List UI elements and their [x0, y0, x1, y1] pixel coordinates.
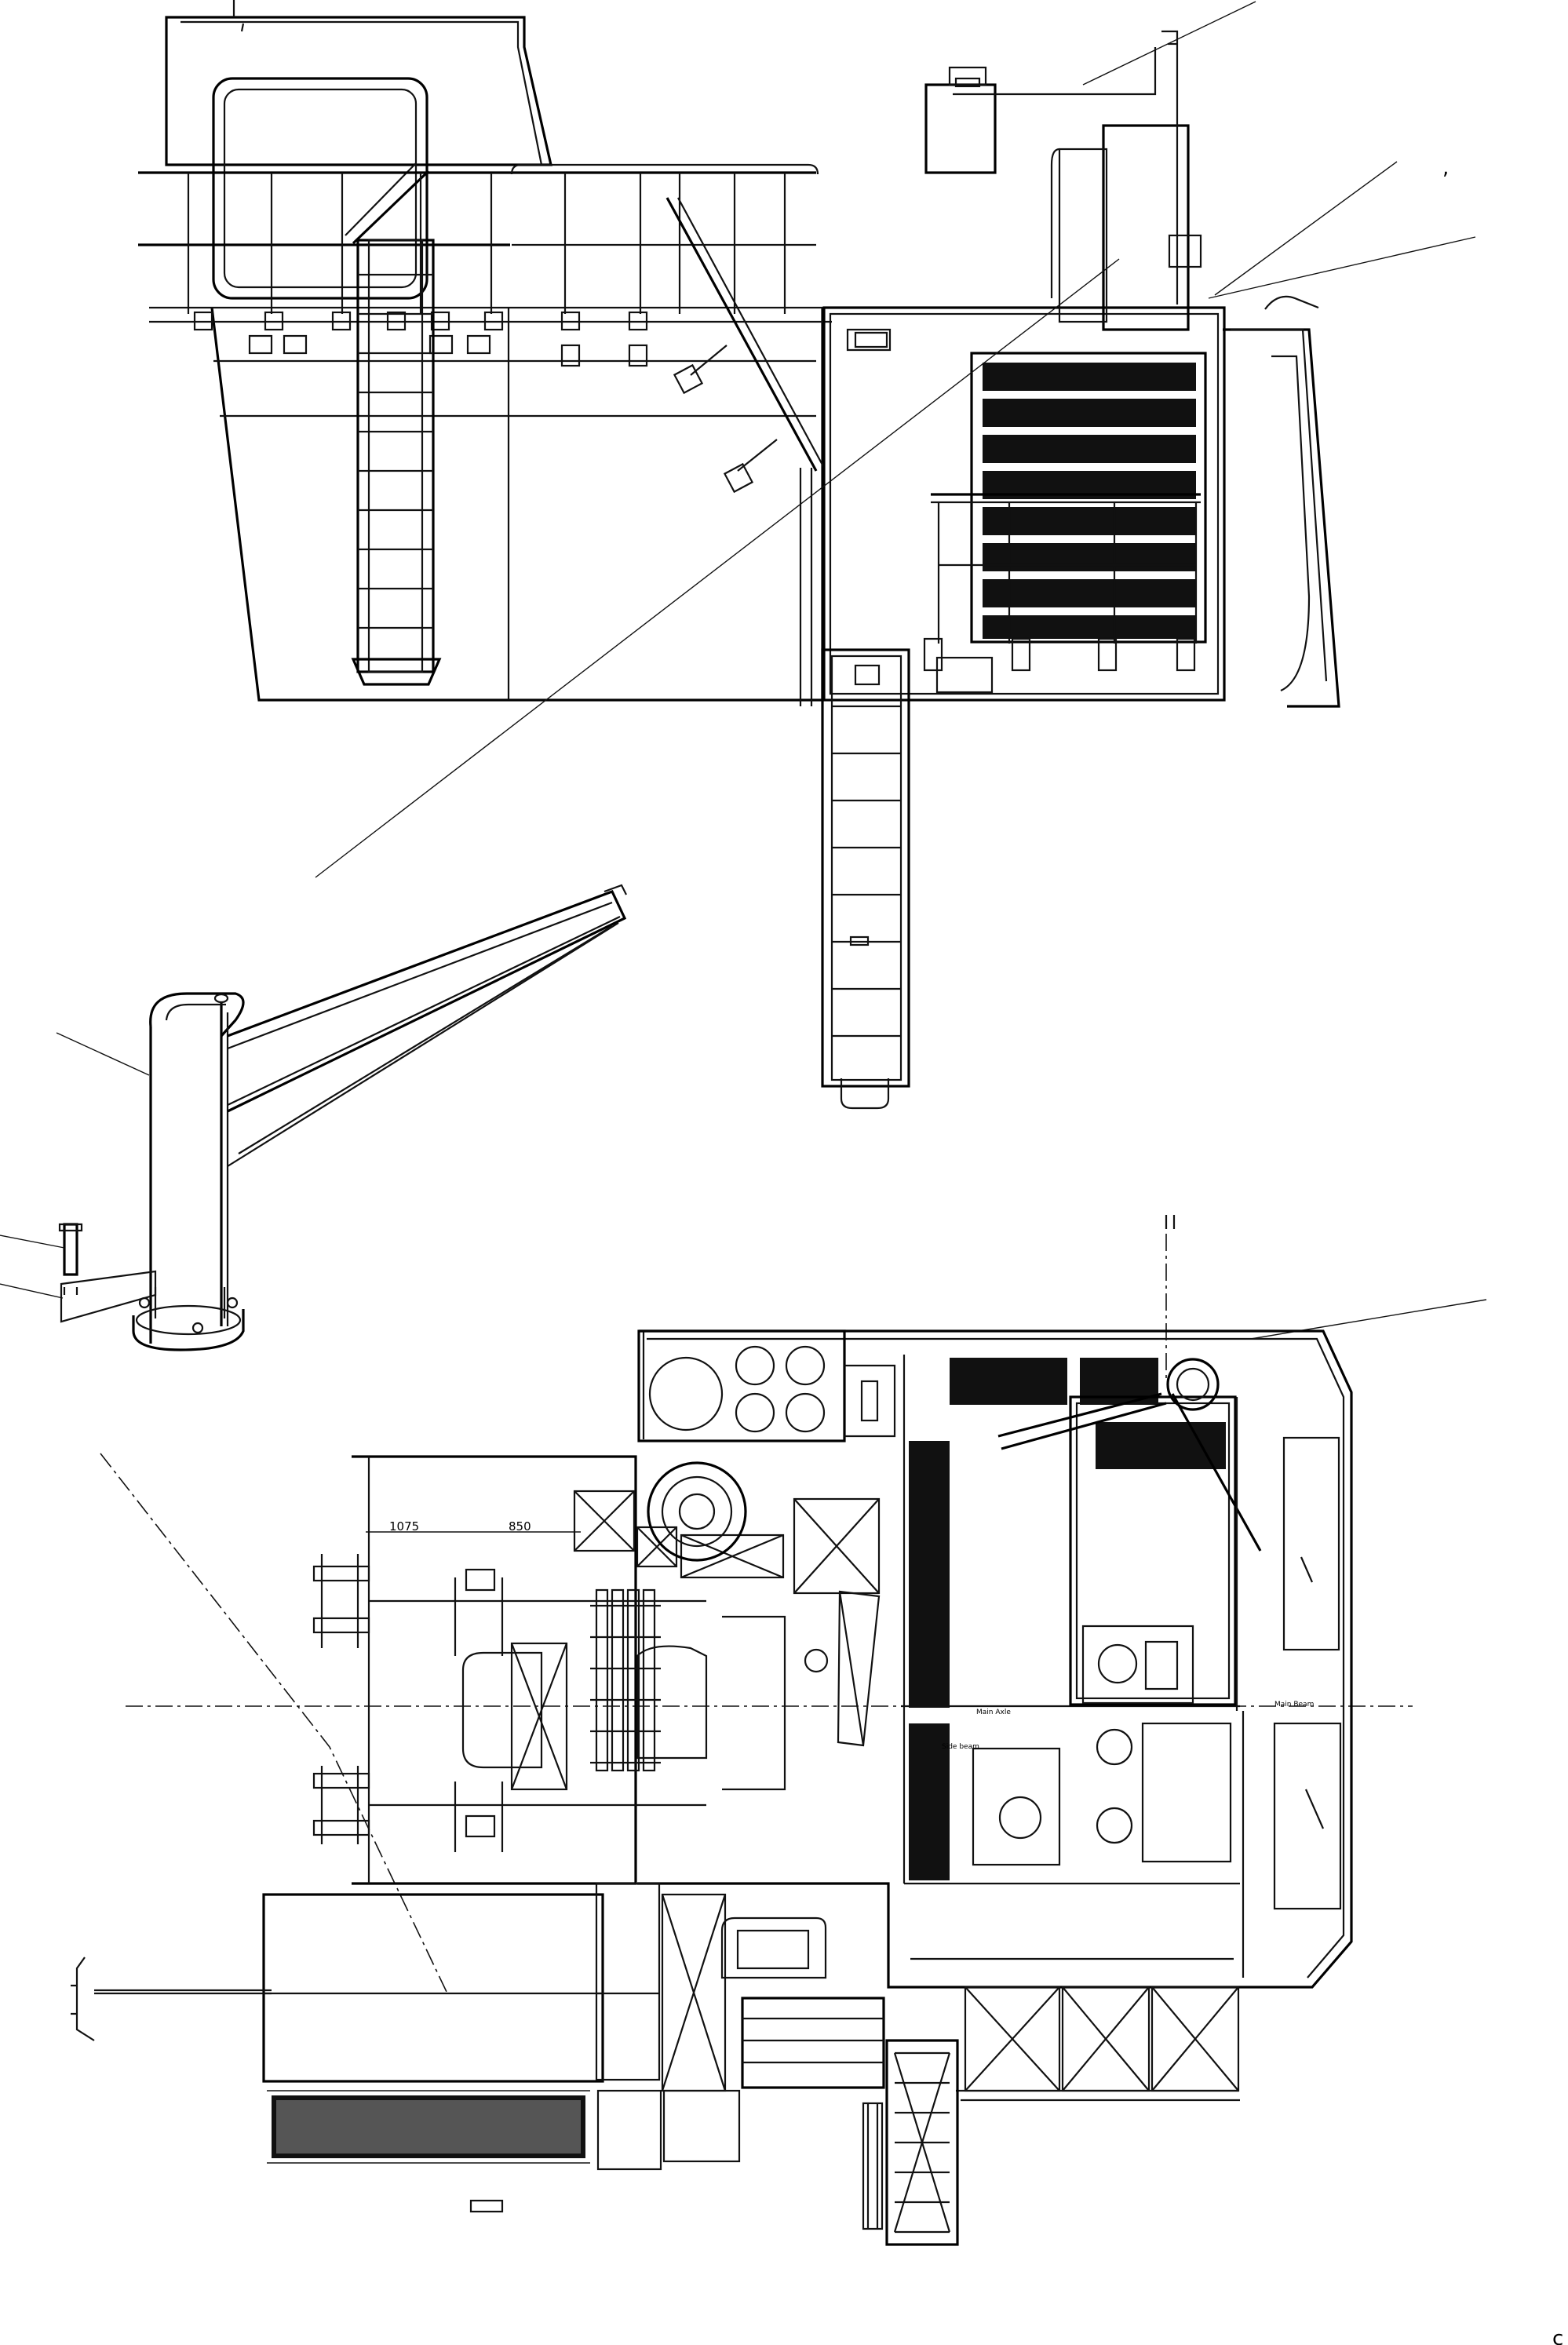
- valve-bank: [590, 1588, 661, 1772]
- deck-brackets: [193, 311, 648, 367]
- crane-detail: [0, 884, 1176, 1351]
- access-stair: [821, 648, 910, 1110]
- side-elevation-view: ,: [138, 0, 1476, 1110]
- inclined-stair: [665, 197, 825, 706]
- corner-mark: c: [1552, 2327, 1563, 2345]
- plan-radiator-bars: [909, 1358, 1226, 1880]
- axis-label-mid: Main Axle: [976, 1709, 1011, 1716]
- radiator-housing: [822, 306, 1226, 702]
- dimension-label-1075: 1075: [389, 1519, 419, 1534]
- vertical-ladder: [351, 239, 442, 686]
- callout-comma: ,: [1442, 156, 1449, 180]
- hatched-walkway: [267, 2089, 741, 2213]
- axis-label-main: Main Beam: [1274, 1701, 1314, 1709]
- structural-cross-boxes: [510, 1490, 881, 1791]
- dimension-label-850: 850: [509, 1519, 531, 1534]
- exhaust-unit: [924, 30, 1202, 331]
- axis-label-side: Side beam: [942, 1743, 979, 1751]
- plan-view: 1075 850 Main Beam Main Axle Side beam: [71, 1234, 1487, 2246]
- upper-handrail: [138, 163, 819, 314]
- radiator-grille: [983, 363, 1196, 639]
